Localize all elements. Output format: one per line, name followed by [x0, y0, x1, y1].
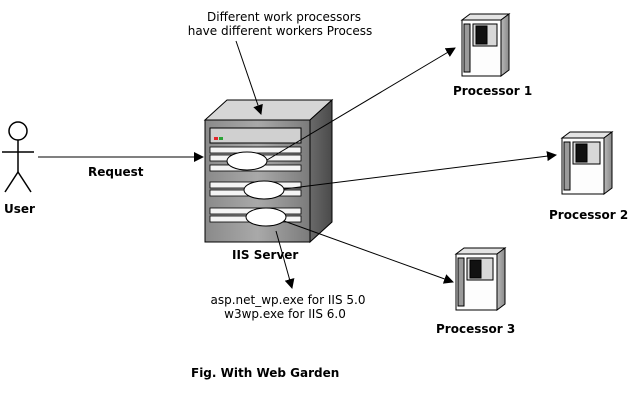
worker-process-2 [243, 180, 285, 200]
user-label: User [4, 202, 35, 216]
processor-3-icon [454, 247, 507, 311]
processor-2-icon [560, 131, 614, 195]
bottom-note-line-1: asp.net_wp.exe for IIS 5.0 [211, 293, 366, 307]
processor-1-icon [460, 13, 511, 77]
worker-arrow-3 [283, 220, 454, 284]
top-note-line-2: have different workers Process [188, 24, 373, 38]
processor-3-label: Processor 3 [436, 322, 515, 336]
worker-process-3 [245, 207, 287, 227]
bottom-note-arrow [275, 230, 295, 289]
server-label: IIS Server [232, 248, 298, 262]
worker-process-1 [226, 151, 268, 171]
processor-2-label: Processor 2 [549, 208, 628, 222]
iis-server-icon [203, 98, 334, 244]
figure-caption: Fig. With Web Garden [191, 366, 339, 380]
processor-1-label: Processor 1 [453, 84, 532, 98]
bottom-note-line-2: w3wp.exe for IIS 6.0 [224, 307, 346, 321]
request-label: Request [88, 165, 144, 179]
top-note-arrow [235, 40, 263, 115]
worker-arrow-2 [283, 151, 557, 190]
user-actor-icon [2, 121, 34, 193]
worker-arrow-1 [266, 47, 456, 161]
top-note-line-1: Different work processors [207, 10, 361, 24]
